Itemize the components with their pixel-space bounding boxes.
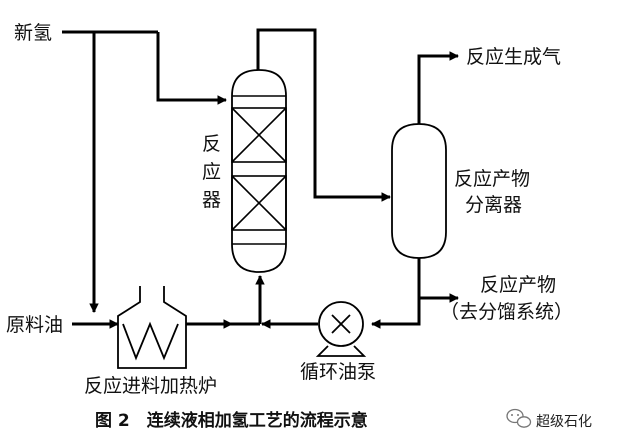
separator-to-pump-line — [371, 258, 421, 329]
watermark-text: 超级石化 — [536, 414, 592, 430]
hydrogen-to-reactor-line — [156, 32, 227, 105]
catalyst-bed-lower — [231, 175, 287, 231]
watermark: 超级石化 — [506, 408, 592, 430]
separator-label-line-2: 分离器 — [465, 194, 522, 216]
figure-caption: 图 2 连续液相加氢工艺的流程示意 — [95, 410, 368, 431]
recycle-pump — [315, 301, 367, 357]
separator-vessel — [391, 123, 447, 259]
product-label-line-1: 反应产物 — [480, 274, 556, 296]
feed-heater — [117, 286, 187, 369]
gas-outlet-line — [417, 51, 459, 124]
feed-oil-label: 原料油 — [6, 314, 63, 336]
reactor-label-char-2: 应 — [202, 161, 221, 183]
reaction-gas-label: 反应生成气 — [466, 46, 561, 68]
reactor-vessel — [231, 69, 287, 273]
pump-label: 循环油泵 — [300, 361, 376, 383]
heater-label: 反应进料加热炉 — [84, 375, 217, 397]
separator-label-line-1: 反应产物 — [454, 168, 530, 190]
reactor-label-char-1: 反 — [202, 133, 221, 155]
fresh-hydrogen-label: 新氢 — [14, 22, 52, 44]
wechat-icon — [506, 408, 532, 428]
product-label-line-2: （去分馏系统） — [440, 301, 573, 323]
reactor-label-char-3: 器 — [202, 189, 221, 211]
catalyst-bed-upper — [231, 107, 287, 163]
reactor-outlet-line — [256, 28, 391, 202]
